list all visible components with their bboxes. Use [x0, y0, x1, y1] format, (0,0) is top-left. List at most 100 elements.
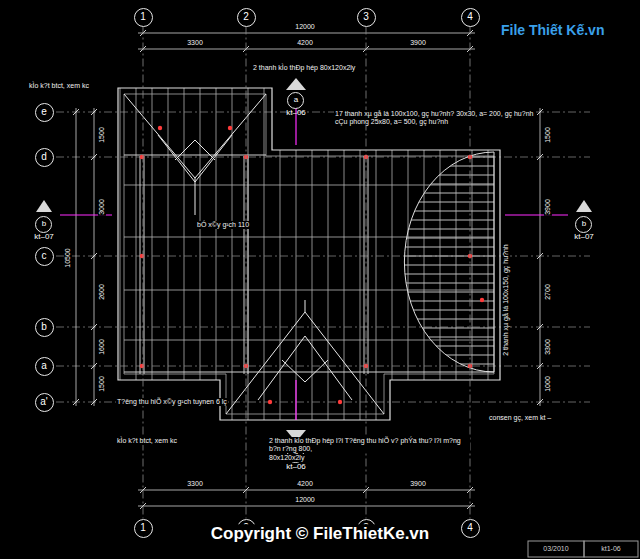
column-dot — [338, 400, 342, 404]
sheet-reference: kt–06 — [286, 109, 306, 118]
section-ring: b — [35, 216, 52, 233]
grid-bubble: a' — [35, 393, 54, 412]
grid-bubble: 1 — [134, 519, 153, 538]
note: T?êng thu hiÕ x©y g¹ch tuynen 6 lç — [116, 398, 228, 406]
column-dot — [480, 298, 484, 302]
axis-label: 1 — [140, 12, 146, 22]
axis-label: a — [41, 361, 47, 371]
dimension: 3300 — [544, 338, 552, 356]
dimension-line — [540, 108, 541, 406]
column-dots — [140, 126, 484, 404]
wall — [244, 156, 245, 374]
note: 2 thanh kÌo thÐp hép 80x120x2ly — [252, 64, 356, 72]
section-cuts — [60, 108, 568, 420]
hip-line — [226, 300, 384, 414]
section-letter: b — [582, 220, 586, 229]
note: 2 thanh xµ gå lá 100x150, gç hu?nh — [502, 243, 510, 356]
wall — [248, 156, 249, 374]
section-pointer — [286, 78, 306, 90]
note: bÓ x©y g¹ch 110 — [196, 221, 250, 229]
grid-bubble: 1 — [134, 8, 153, 27]
grid-bubble: 3 — [357, 8, 376, 27]
dimension: 1500 — [544, 126, 552, 144]
title-cell — [584, 541, 638, 557]
grid-bubble: d — [35, 148, 54, 167]
wall — [124, 372, 494, 373]
note: kÌo k?t btct, xem kc — [28, 82, 90, 90]
section-ring: b — [575, 216, 592, 233]
grid-bubble: 4 — [461, 519, 480, 538]
watermark: Copyright © FileThietKe.vn — [210, 524, 430, 544]
section-pointer — [36, 200, 52, 212]
dimension: 3300 — [186, 39, 204, 47]
axis-label: d — [41, 152, 47, 162]
dimension: 1600 — [98, 338, 106, 356]
axis-label: e — [41, 107, 47, 117]
grid-bubble: a — [35, 357, 54, 376]
dimension: 10500 — [64, 247, 72, 268]
column-dot — [140, 155, 144, 159]
dimension: 2600 — [98, 283, 106, 301]
wall — [144, 156, 145, 374]
note: 17 thanh xµ gå lá 100x100, gç hu?nh? 30x… — [334, 110, 536, 126]
dimension: 12000 — [294, 23, 315, 31]
date-cell: 03/2010 — [542, 545, 569, 553]
note: kÌo k?t btct, xem kc — [116, 437, 178, 445]
axis-label: 4 — [467, 12, 473, 22]
section-marker: b kt–07 — [574, 216, 594, 242]
title-cell — [528, 541, 584, 557]
sheet-reference: kt–07 — [34, 233, 54, 242]
axis-label: 2 — [243, 12, 249, 22]
dimension: 1500 — [98, 126, 106, 144]
grid-bubble: b — [35, 318, 54, 337]
note: 80x120x2ly — [268, 454, 305, 462]
dimension-lines — [73, 30, 543, 509]
sheet-number: kt1-06 — [600, 545, 621, 553]
dimension: 1000 — [544, 375, 552, 393]
grid-bubble: 4 — [461, 8, 480, 27]
hip-line — [124, 94, 266, 215]
axis-label: b — [41, 322, 47, 332]
column-dot — [268, 400, 272, 404]
title-block — [528, 541, 638, 557]
grid-axis — [246, 27, 247, 519]
section-pointer — [576, 200, 592, 212]
grid-bubble: c — [35, 247, 54, 266]
dimension: 3000 — [98, 198, 106, 216]
dimension: 4200 — [296, 39, 314, 47]
section-letter: a — [294, 96, 298, 105]
axis-label: 4 — [467, 523, 473, 533]
sheet-reference: kt–06 — [286, 463, 306, 472]
note: consen gç, xem kt – — [488, 414, 552, 422]
dimension-line — [138, 490, 475, 491]
dimension: 4200 — [296, 480, 314, 488]
dimension-line — [138, 33, 475, 34]
curved-bay — [404, 152, 494, 372]
dimension-ticks — [73, 30, 543, 509]
logo: File Thiết Kế.vn — [500, 22, 605, 38]
section-letter: b — [42, 220, 46, 229]
section-pointers — [36, 78, 592, 442]
axis-label: 3 — [363, 12, 369, 22]
wall — [368, 156, 369, 374]
dimension-line — [94, 108, 95, 406]
note: 2 thanh kÌo thÐp hép l?i T?êng thu hiÕ v… — [268, 437, 470, 453]
section-ring: a — [287, 92, 304, 109]
section-line — [505, 214, 568, 215]
column-dot — [140, 364, 144, 368]
grid-bubble: 2 — [237, 8, 256, 27]
sheet-reference: kt–07 — [574, 233, 594, 242]
column-dot — [228, 126, 232, 130]
axis-label: c — [42, 251, 47, 261]
roof-eave-outline — [118, 88, 500, 420]
dimension-line — [138, 506, 475, 507]
axis-label: a' — [40, 397, 47, 407]
dimension-line — [138, 49, 475, 50]
dimension: 3300 — [186, 480, 204, 488]
grid-bubble: e — [35, 103, 54, 122]
wall-outline — [124, 94, 494, 414]
dimension-line — [76, 108, 77, 406]
